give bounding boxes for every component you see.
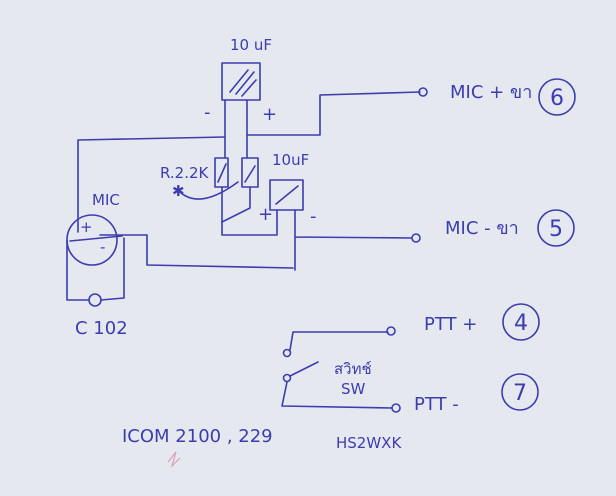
capacitor-bottom-minus: - xyxy=(310,206,317,227)
capacitor-bottom-label: 10uF xyxy=(272,151,309,169)
mic-capacitor-label: C 102 xyxy=(75,318,128,339)
mic-capacitor xyxy=(88,293,102,307)
svg-text:MIC - ขา: MIC - ขา xyxy=(445,218,519,239)
callsign-note: HS2WXK xyxy=(336,434,402,452)
mic-minus-sign: - xyxy=(100,238,105,256)
radio-model-note: ICOM 2100 , 229 xyxy=(122,426,273,447)
svg-text:PTT -: PTT - xyxy=(414,394,459,415)
star-mark-icon: ✱ xyxy=(172,182,185,200)
svg-text:PTT +: PTT + xyxy=(424,314,477,335)
switch-label: SW xyxy=(341,380,366,398)
svg-text:MIC + ขา: MIC + ขา xyxy=(450,82,532,103)
terminal-ptt-minus: PTT - 7 xyxy=(391,373,539,415)
pin-number: 6 xyxy=(550,86,564,111)
mic-plus-sign: + xyxy=(80,218,93,236)
pencil-mark xyxy=(167,451,181,469)
mic-label: MIC xyxy=(92,191,120,209)
resistors: R.2.2K ✱ xyxy=(160,157,259,200)
ptt-switch: สวิทช์ SW xyxy=(281,331,393,409)
pin-number: 5 xyxy=(549,217,563,242)
capacitor-bottom-plus: + xyxy=(258,204,273,225)
pin-number: 4 xyxy=(514,311,528,336)
capacitor-top: 10 uF - + xyxy=(204,36,277,125)
terminal-ptt-plus: PTT + 4 xyxy=(386,303,540,341)
wires xyxy=(66,91,421,301)
terminal-mic-plus: MIC + ขา 6 xyxy=(418,78,576,116)
terminal-mic-minus: MIC - ขา 5 xyxy=(411,209,575,247)
capacitor-top-minus: - xyxy=(204,102,211,123)
capacitor-bottom: 10uF + - xyxy=(258,151,317,227)
pin-number: 7 xyxy=(513,381,527,406)
capacitor-top-label: 10 uF xyxy=(230,36,272,54)
microphone: + - MIC C 102 xyxy=(66,191,128,339)
capacitor-top-plus: + xyxy=(262,104,277,125)
switch-label-thai: สวิทช์ xyxy=(334,360,372,378)
resistor-label: R.2.2K xyxy=(160,164,210,182)
